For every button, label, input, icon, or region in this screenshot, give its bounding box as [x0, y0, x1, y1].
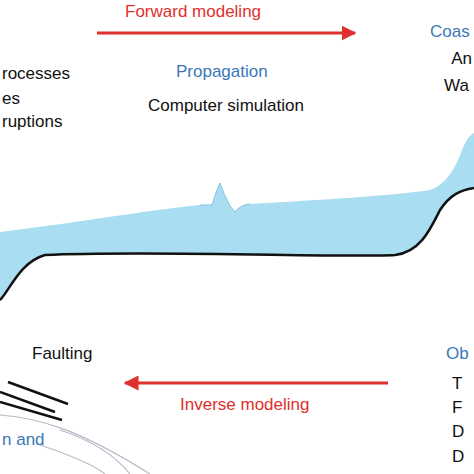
crust-curves	[0, 415, 150, 474]
stage-item: Computer simulation	[148, 96, 304, 116]
forward-arrow	[97, 32, 355, 35]
observation-item: T	[452, 374, 462, 394]
stage-heading: Coas	[430, 22, 470, 42]
inverse-arrow	[125, 382, 388, 385]
stage-item: Wa	[444, 76, 469, 96]
arrow-label: Inverse modeling	[180, 395, 309, 415]
observation-item: F	[452, 398, 462, 418]
source-item: es	[2, 89, 20, 109]
stage-heading: Propagation	[176, 62, 268, 82]
source-item: Faulting	[32, 344, 92, 364]
stage-heading: Ob	[446, 344, 469, 364]
stage-item: An	[451, 49, 472, 69]
observation-item: D	[452, 447, 464, 467]
sea-floor	[0, 188, 474, 300]
tsunami-crest	[200, 183, 250, 212]
stage-heading: n and	[2, 430, 45, 450]
source-item: ruptions	[2, 112, 62, 132]
source-item: rocesses	[2, 64, 70, 84]
ocean-water	[0, 133, 474, 300]
fault-lines	[0, 382, 68, 420]
arrow-label: Forward modeling	[125, 2, 261, 22]
observation-item: D	[452, 422, 464, 442]
